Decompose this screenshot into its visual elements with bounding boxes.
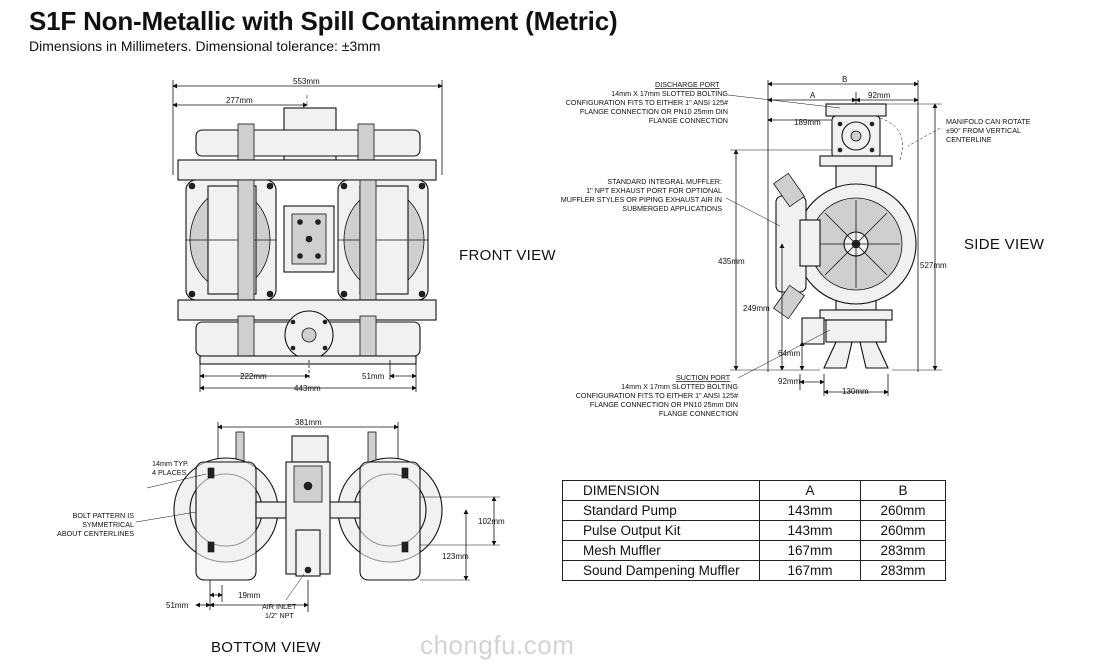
dim-bottom-width: 381mm	[295, 418, 322, 427]
side-view-label: SIDE VIEW	[964, 236, 1045, 253]
suction-note-2: CONFIGURATION FITS TO EITHER 1" ANSI 125…	[576, 391, 738, 400]
dim-right-lower: 123mm	[442, 552, 469, 561]
discharge-note-4: FLANGE CONNECTION	[649, 116, 728, 125]
dim-base-left: 222mm	[240, 372, 267, 381]
discharge-note-1: 14mm X 17mm SLOTTED BOLTING	[611, 89, 728, 98]
dim-height-left: 435mm	[718, 257, 745, 266]
muffler-note-1: STANDARD INTEGRAL MUFFLER:	[607, 177, 722, 186]
dim-base-width: 443mm	[294, 384, 321, 393]
table-cell: Pulse Output Kit	[562, 520, 760, 541]
dim-left-small: 19mm	[238, 591, 261, 600]
dim-right-upper: 102mm	[478, 517, 505, 526]
table-cell: Standard Pump	[562, 500, 760, 521]
table-cell: 260mm	[860, 500, 946, 521]
muffler-note-2: 1" NPT EXHAUST PORT FOR OPTIONAL	[586, 186, 722, 195]
dim-b: B	[842, 75, 847, 84]
suction-port-title: SUCTION PORT	[676, 373, 731, 382]
table-row: Mesh Muffler 167mm 283mm	[562, 540, 946, 561]
manifold-note-3: CENTERLINE	[946, 135, 992, 144]
bolt-pattern-note-2: SYMMETRICAL	[82, 520, 134, 529]
suction-note-4: FLANGE CONNECTION	[659, 409, 738, 418]
dim-suction-height: 249mm	[743, 304, 770, 313]
table-row: Pulse Output Kit 143mm 260mm	[562, 520, 946, 541]
table-cell: Mesh Muffler	[562, 540, 760, 561]
dim-top-left: 189mm	[794, 118, 821, 127]
dim-bottom-width: 130mm	[842, 387, 869, 396]
table-header: A	[759, 480, 861, 501]
air-inlet-note-2: 1/2" NPT	[265, 611, 295, 620]
bolt-pattern-note-1: BOLT PATTERN IS	[73, 511, 135, 520]
table-cell: 167mm	[759, 560, 861, 581]
dim-a: A	[810, 91, 816, 100]
table-row: Sound Dampening Muffler 167mm 283mm	[562, 560, 946, 581]
manifold-note-1: MANIFOLD CAN ROTATE	[946, 117, 1031, 126]
table-cell: 260mm	[860, 520, 946, 541]
muffler-note-3: MUFFLER STYLES OR PIPING EXHAUST AIR IN	[561, 195, 722, 204]
table-header-row: DIMENSION A B	[562, 480, 946, 501]
discharge-port-title: DISCHARGE PORT	[655, 80, 720, 89]
bottom-view-drawing	[135, 422, 500, 612]
dim-top-right: 92mm	[868, 91, 891, 100]
discharge-note-3: FLANGE CONNECTION OR PN10 25mm DIN	[580, 107, 728, 116]
table-cell: 283mm	[860, 560, 946, 581]
slot-places-note: 4 PLACES	[152, 468, 187, 477]
side-view-drawing	[725, 80, 942, 396]
bottom-view-label: BOTTOM VIEW	[211, 639, 321, 656]
muffler-note-4: SUBMERGED APPLICATIONS	[622, 204, 722, 213]
dim-base-right: 51mm	[362, 372, 385, 381]
table-header: DIMENSION	[562, 480, 760, 501]
dimension-table: DIMENSION A B Standard Pump 143mm 260mm …	[562, 480, 946, 581]
slot-size-note: 14mm TYP.	[152, 459, 189, 468]
dim-height-right: 527mm	[920, 261, 947, 270]
table-header: B	[860, 480, 946, 501]
air-inlet-note-1: AIR INLET	[262, 602, 297, 611]
suction-note-1: 14mm X 17mm SLOTTED BOLTING	[621, 382, 738, 391]
table-cell: Sound Dampening Muffler	[562, 560, 760, 581]
bolt-pattern-note-3: ABOUT CENTERLINES	[57, 529, 134, 538]
manifold-note-2: ±90° FROM VERTICAL	[946, 126, 1021, 135]
table-cell: 167mm	[759, 540, 861, 561]
table-row: Standard Pump 143mm 260mm	[562, 500, 946, 521]
page-subtitle: Dimensions in Millimeters. Dimensional t…	[29, 38, 381, 54]
dim-bottom-offset: 92mm	[778, 377, 801, 386]
dim-half-width: 277mm	[226, 96, 253, 105]
dim-overall-width: 553mm	[293, 77, 320, 86]
table-cell: 143mm	[759, 500, 861, 521]
discharge-note-2: CONFIGURATION FITS TO EITHER 1" ANSI 125…	[566, 98, 728, 107]
dim-foot: 64mm	[778, 349, 801, 358]
front-view-label: FRONT VIEW	[459, 247, 556, 264]
dim-left-bottom: 51mm	[166, 601, 189, 610]
table-cell: 283mm	[860, 540, 946, 561]
watermark: chongfu.com	[420, 630, 575, 660]
table-cell: 143mm	[759, 520, 861, 541]
page-title: S1F Non-Metallic with Spill Containment …	[29, 6, 618, 36]
suction-note-3: FLANGE CONNECTION OR PN10 25mm DIN	[590, 400, 738, 409]
front-view-drawing	[172, 80, 443, 392]
